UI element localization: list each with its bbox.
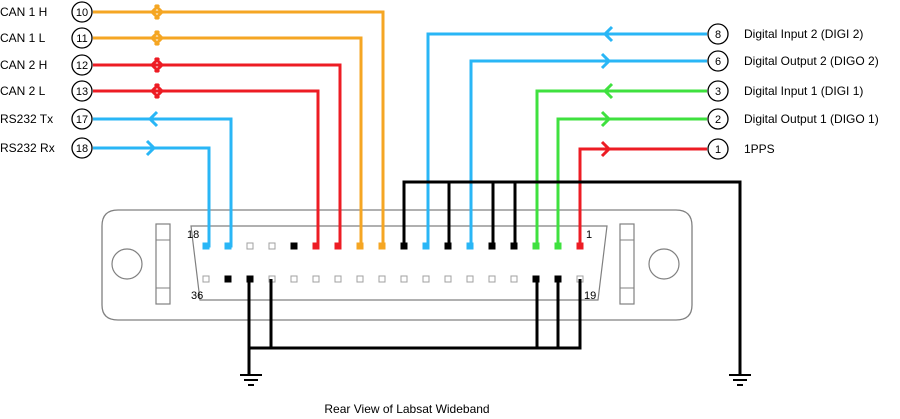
connector-pin-23 [488, 275, 496, 283]
pin-circle-12 [71, 54, 93, 76]
arrow-pin-6 [600, 52, 612, 70]
pin-number-12: 12 [76, 60, 88, 72]
pin-circle-18 [71, 137, 93, 159]
connector-pin-30 [334, 275, 342, 283]
connector-pin-26 [422, 275, 430, 283]
wire-pin-6 [469, 59, 707, 248]
connector-pin-24 [466, 275, 474, 283]
left-label-12: CAN 2 H [0, 58, 47, 72]
wires [93, 3, 742, 375]
pin-circle-6 [707, 50, 729, 72]
connector-pin-27 [400, 275, 408, 283]
connector-pin-22 [510, 275, 518, 283]
wire-pin-2 [556, 117, 707, 246]
arrow-pin-18 [145, 139, 157, 157]
wire-pin-13 [93, 89, 320, 248]
pin-number-17: 17 [76, 114, 88, 126]
wire-pin-12 [93, 63, 342, 248]
left-label-11: CAN 1 L [0, 31, 46, 45]
right-label-1: 1PPS [744, 142, 775, 156]
pin-circle-10 [71, 1, 93, 23]
ground-wire-bottom-bus [249, 279, 582, 350]
arrow-right-pin-13 [153, 82, 165, 100]
connector-pin-31 [312, 275, 320, 283]
connector-pin-16 [246, 242, 254, 250]
mounting-hole-left [111, 248, 143, 280]
pin-circle-8 [707, 23, 729, 45]
pin-circle-11 [71, 27, 93, 49]
arrow-right-pin-12 [153, 56, 165, 74]
pin-label-bottom-left: 36 [191, 290, 203, 302]
pin-number-6: 6 [715, 56, 721, 68]
pin-circle-3 [707, 80, 729, 102]
pin-number-13: 13 [76, 86, 88, 98]
connector-pin-14 [290, 242, 298, 250]
pin-number-10: 10 [76, 7, 88, 19]
connector-pin-36 [202, 275, 210, 283]
arrow-right-pin-11 [153, 29, 165, 47]
left-label-13: CAN 2 L [0, 84, 46, 98]
connector-shell [190, 225, 608, 301]
left-label-18: RS232 Rx [0, 141, 55, 155]
wire-pin-10 [93, 10, 385, 248]
pin-label-top-left: 18 [187, 229, 199, 241]
connector-pin-29 [356, 275, 364, 283]
arrow-pin-8 [602, 25, 614, 43]
pin-number-18: 18 [76, 143, 88, 155]
wire-pin-8 [426, 32, 707, 248]
arrow-pin-1 [600, 140, 612, 158]
diagram-caption: Rear View of Labsat Wideband [324, 402, 489, 416]
right-label-8: Digital Input 2 (DIGI 2) [744, 27, 863, 41]
wire-pin-18 [93, 146, 211, 248]
pin-number-8: 8 [715, 29, 721, 41]
ground-symbol-right [729, 374, 751, 386]
arrow-pin-2 [600, 110, 612, 128]
pin-number-2: 2 [715, 114, 721, 126]
wire-pin-17 [93, 117, 233, 248]
mounting-hole-right [648, 248, 680, 280]
mounting-post-right [619, 223, 635, 305]
connector-pin-35 [224, 275, 232, 283]
ground-wire-top-bus [402, 180, 742, 375]
right-label-3: Digital Input 1 (DIGI 1) [744, 84, 863, 98]
pin-label-bottom-right: 19 [584, 290, 596, 302]
pin-circle-2 [707, 108, 729, 130]
arrow-right-pin-10 [153, 3, 165, 21]
pin-number-11: 11 [76, 33, 87, 45]
pin-label-top-right: 1 [586, 229, 592, 241]
pin-circle-1 [707, 138, 729, 160]
pin-circle-17 [71, 108, 93, 130]
wire-pin-3 [535, 89, 707, 248]
pin-circle-13 [71, 80, 93, 102]
connector-pin-28 [378, 275, 386, 283]
mounting-post-left [155, 223, 171, 305]
wire-pin-1 [578, 147, 707, 246]
right-label-6: Digital Output 2 (DIGO 2) [744, 54, 879, 68]
left-label-10: CAN 1 H [0, 5, 47, 19]
left-label-17: RS232 Tx [0, 112, 53, 126]
arrow-pin-17 [147, 110, 159, 128]
connector-pin-32 [290, 275, 298, 283]
ground-symbol-left [240, 374, 262, 386]
connector [101, 209, 693, 321]
arrow-pin-3 [602, 82, 614, 100]
pin-number-1: 1 [715, 144, 721, 156]
connector-pin-15 [268, 242, 276, 250]
right-label-2: Digital Output 1 (DIGO 1) [744, 112, 879, 126]
pin-number-3: 3 [715, 86, 721, 98]
wire-pin-11 [93, 36, 363, 248]
connector-pin-25 [444, 275, 452, 283]
